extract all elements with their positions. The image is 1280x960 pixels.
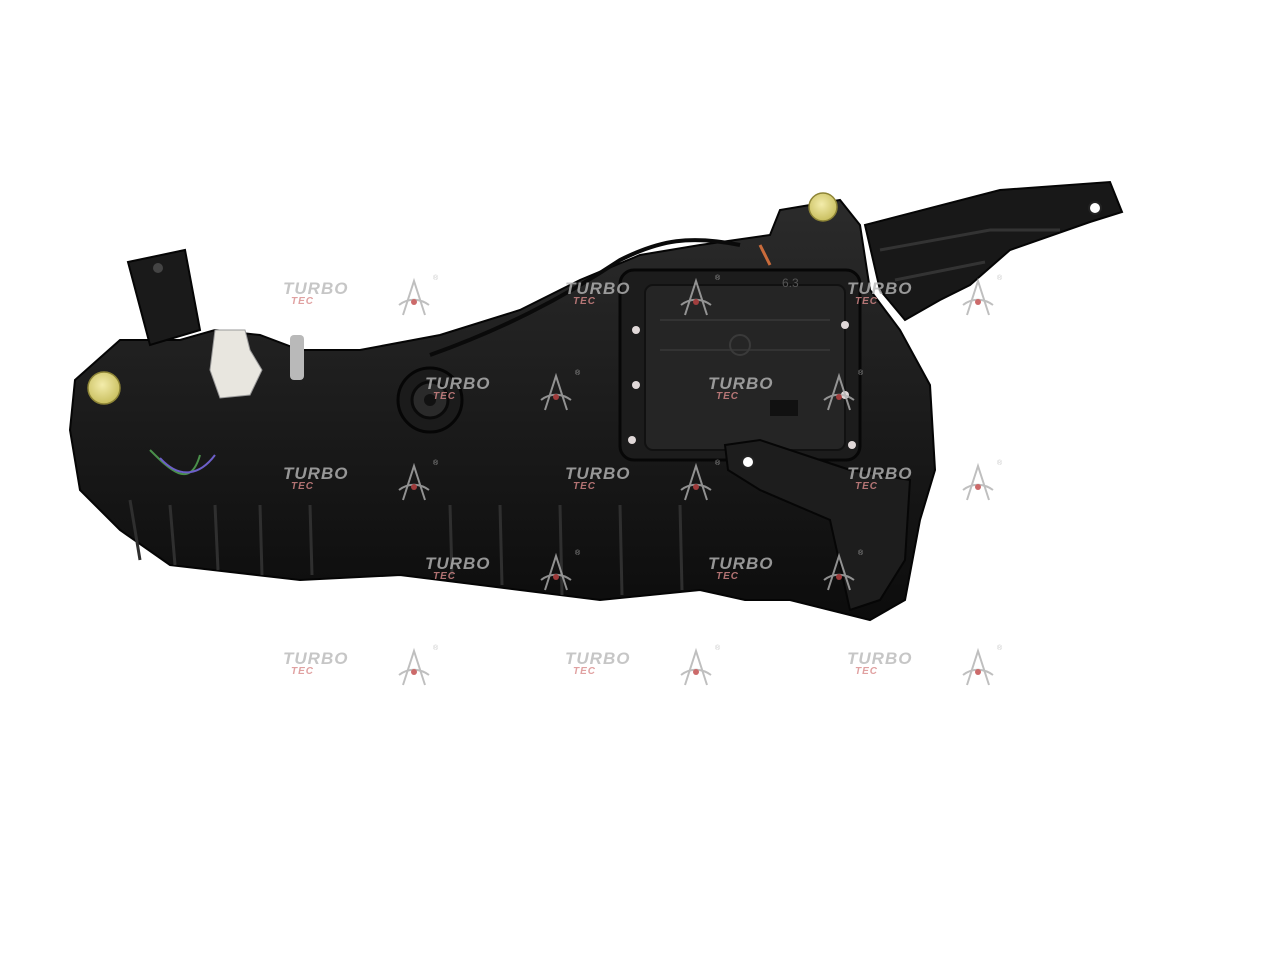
left-yellow-cap xyxy=(87,371,121,405)
harness-cable xyxy=(429,238,741,357)
part-marking: 6.3 xyxy=(782,276,799,290)
left-bracket xyxy=(126,248,202,347)
right-bracket xyxy=(863,180,1124,322)
white-fitting xyxy=(209,329,263,399)
right-yellow-cap xyxy=(808,192,838,222)
lower-right-bracket xyxy=(723,438,912,612)
ce-mark-text: 6.3 xyxy=(782,276,799,290)
